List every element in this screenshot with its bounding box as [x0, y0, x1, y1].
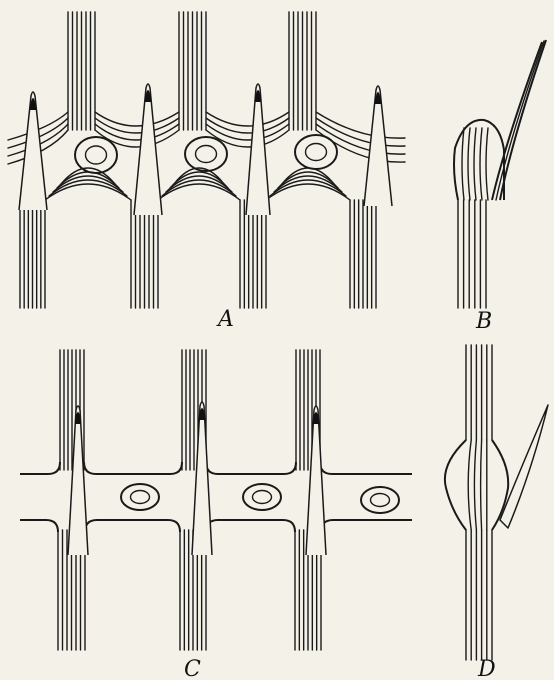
bulge-fibre-b: [480, 128, 482, 200]
spine-c: [68, 406, 88, 555]
bulge-fibre-b: [462, 128, 464, 200]
bulge-fibre-d: [474, 440, 476, 530]
bulge-fibre-b: [474, 128, 476, 200]
panel-c: [20, 350, 412, 650]
node-a: [75, 137, 117, 173]
leaf-b: [500, 40, 546, 200]
spine-c: [192, 402, 212, 555]
bulge-left-d: [445, 440, 466, 530]
node-c-inner: [131, 491, 150, 504]
bulge-fibre-b: [468, 128, 470, 200]
arch-a: [158, 184, 240, 200]
arch-a: [49, 180, 127, 196]
node-a-inner: [196, 146, 217, 163]
bulge-fibre-d: [468, 440, 471, 530]
node-a-inner: [306, 144, 327, 161]
node-c: [121, 484, 159, 510]
node-c-inner: [371, 494, 390, 507]
leaf-d: [500, 405, 548, 528]
node-a: [185, 137, 227, 171]
panel-label-b: B: [475, 309, 492, 334]
panel-label-d: D: [477, 657, 496, 680]
node-c-inner: [253, 491, 272, 504]
node-a: [295, 135, 337, 169]
node-c: [361, 487, 399, 513]
spine-c: [306, 406, 326, 555]
panel-label-a: A: [216, 307, 234, 332]
arch-a: [270, 180, 346, 196]
bulge-fibre-b: [486, 128, 488, 200]
spine-a: [246, 84, 270, 215]
arch-a: [162, 180, 236, 196]
panel-a: [8, 12, 405, 308]
panel-label-c: C: [184, 657, 201, 680]
node-a-inner: [86, 146, 107, 164]
panel-d: [445, 345, 548, 660]
panel-b: [454, 40, 546, 308]
bulge-fibre-d: [481, 440, 482, 530]
spine-a: [134, 84, 162, 215]
node-c: [243, 484, 281, 510]
